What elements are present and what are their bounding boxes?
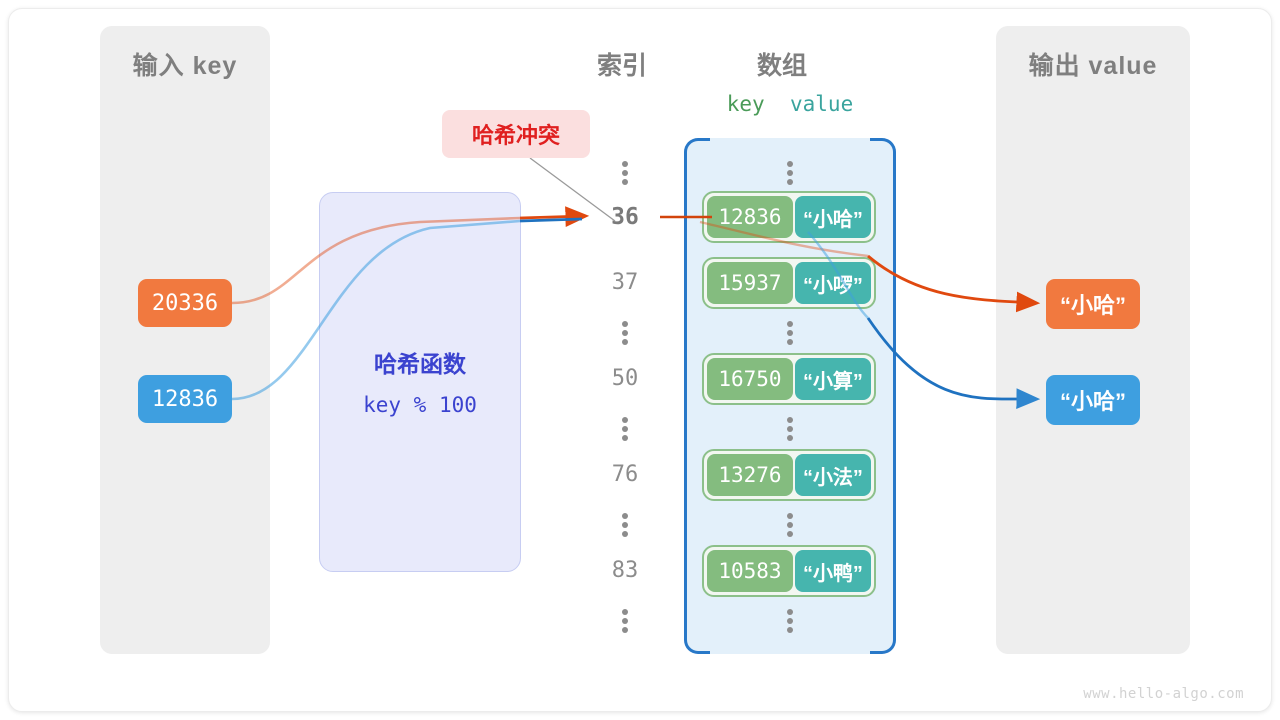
array-ellipsis-1: [684, 318, 896, 348]
array-ellipsis-0: [684, 158, 896, 188]
index-row-50: 50: [611, 366, 639, 391]
array-bracket-left: [684, 138, 710, 654]
index-ellipsis-0: [592, 158, 658, 188]
bucket-key-3: 13276: [707, 454, 793, 496]
bucket-value-0: “小哈”: [794, 196, 871, 238]
key-value-subheader: key value: [684, 92, 896, 116]
index-row-76: 76: [611, 462, 639, 487]
bucket-cell-4[interactable]: 10583 “小鸭”: [702, 545, 876, 597]
bucket-cell-0[interactable]: 12836 “小哈”: [702, 191, 876, 243]
bucket-key-1: 15937: [707, 262, 793, 304]
bucket-value-3: “小法”: [794, 454, 871, 496]
input-key-chip-0[interactable]: 20336: [138, 279, 232, 327]
output-panel-title: 输出 value: [1028, 52, 1158, 80]
array-ellipsis-2: [684, 414, 896, 444]
index-column: 36 37 50 76 83: [592, 140, 658, 650]
index-ellipsis-4: [592, 606, 658, 636]
bucket-key-0: 12836: [707, 196, 793, 238]
index-ellipsis-2: [592, 414, 658, 444]
bucket-cell-1[interactable]: 15937 “小啰”: [702, 257, 876, 309]
index-row-83: 83: [611, 558, 639, 583]
output-value-chip-1[interactable]: “小哈”: [1046, 375, 1140, 425]
bucket-value-4: “小鸭”: [794, 550, 871, 592]
hash-function-formula: key % 100: [363, 393, 477, 417]
bucket-key-4: 10583: [707, 550, 793, 592]
array-ellipsis-3: [684, 510, 896, 540]
index-column-header: 索引: [597, 52, 648, 80]
index-row-37: 37: [611, 270, 639, 295]
hash-function-box: 哈希函数 key % 100: [319, 192, 521, 572]
array-ellipsis-4: [684, 606, 896, 636]
value-subheader-label: value: [790, 92, 854, 116]
key-subheader-label: key: [726, 92, 765, 116]
bucket-value-1: “小啰”: [794, 262, 871, 304]
index-ellipsis-3: [592, 510, 658, 540]
output-value-chip-0[interactable]: “小哈”: [1046, 279, 1140, 329]
input-key-panel: 输入 key: [100, 26, 270, 654]
output-value-panel: 输出 value: [996, 26, 1190, 654]
input-panel-title: 输入 key: [132, 52, 238, 80]
bucket-cell-3[interactable]: 13276 “小法”: [702, 449, 876, 501]
bucket-value-2: “小算”: [794, 358, 871, 400]
hash-function-title: 哈希函数: [374, 351, 466, 377]
input-key-chip-1[interactable]: 12836: [138, 375, 232, 423]
hash-collision-label: 哈希冲突: [442, 110, 590, 158]
bucket-cell-2[interactable]: 16750 “小算”: [702, 353, 876, 405]
array-column-header: 数组: [757, 52, 808, 80]
index-ellipsis-1: [592, 318, 658, 348]
index-row-36: 36: [611, 204, 639, 230]
watermark: www.hello-algo.com: [1083, 686, 1244, 702]
bucket-key-2: 16750: [707, 358, 793, 400]
